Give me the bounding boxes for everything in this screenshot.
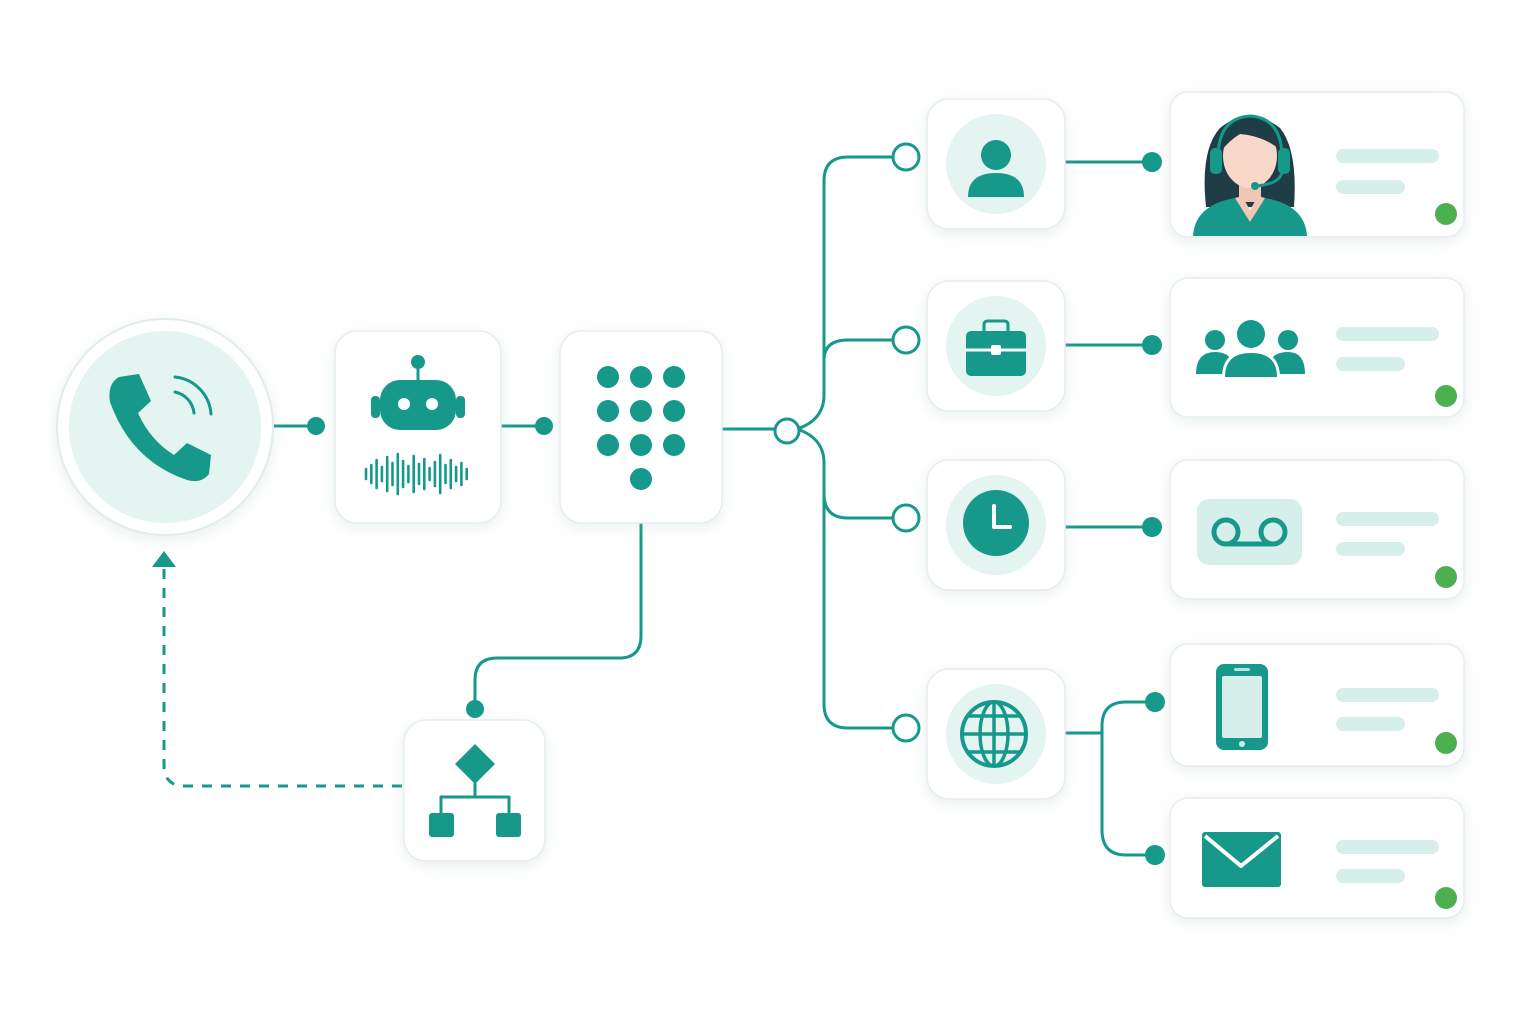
placeholder-line [1336, 688, 1439, 702]
placeholder-line [1336, 840, 1439, 854]
connector-flow-back-to-call [162, 566, 402, 788]
status-online-indicator [1435, 732, 1457, 754]
placeholder-line [1336, 149, 1439, 163]
placeholder-line [1336, 542, 1405, 556]
arrowhead-up [152, 551, 176, 567]
route-node-time[interactable] [926, 459, 1066, 591]
keypad-key [630, 434, 652, 456]
person-icon [968, 140, 1024, 197]
connector-dot [1142, 335, 1162, 355]
keypad-key [630, 366, 652, 388]
route-node-web[interactable] [926, 668, 1066, 800]
agent-headset-avatar [1193, 114, 1307, 236]
team-group-icon [1196, 317, 1305, 378]
globe-icon [960, 700, 1028, 768]
connector-dot [1142, 517, 1162, 537]
flow-logic-node[interactable] [403, 719, 546, 862]
branch-to-person [795, 155, 895, 431]
connectors [152, 142, 1165, 865]
destination-card-agent[interactable] [1169, 91, 1465, 238]
route-node-person[interactable] [926, 98, 1066, 230]
status-online-indicator [1435, 385, 1457, 407]
connector-dot [1145, 692, 1165, 712]
branch-node-web [891, 713, 921, 743]
destination-card-mobile[interactable] [1169, 643, 1465, 767]
route-node-business[interactable] [926, 280, 1066, 412]
keypad-icon [597, 366, 685, 490]
connector-keypad-to-flow [473, 522, 643, 710]
destination-card-team[interactable] [1169, 277, 1465, 418]
keypad-key [597, 400, 619, 422]
keypad-key [663, 366, 685, 388]
branch-to-web [822, 492, 895, 730]
status-online-indicator [1435, 203, 1457, 225]
placeholder-line [1336, 327, 1439, 341]
placeholder-line [1336, 512, 1439, 526]
placeholder-line [1336, 180, 1405, 194]
branch-node-person [891, 142, 921, 172]
keypad-key [663, 400, 685, 422]
voice-waveform-icon [364, 452, 469, 496]
connector-dot [1145, 845, 1165, 865]
branch-to-time [795, 427, 895, 520]
connector-web-to-channels [1064, 700, 1156, 857]
status-online-indicator [1435, 566, 1457, 588]
keypad-key [597, 434, 619, 456]
connector-dot [1142, 152, 1162, 172]
ai-voice-bot-node[interactable] [334, 330, 502, 524]
email-icon [1202, 832, 1281, 887]
phone-icon [109, 374, 213, 482]
destination-card-voicemail[interactable] [1169, 459, 1465, 600]
destination-card-email[interactable] [1169, 797, 1465, 919]
connector-dot [535, 417, 553, 435]
keypad-key [630, 468, 652, 490]
robot-icon [371, 355, 465, 430]
keypad-key [663, 434, 685, 456]
flowchart-icon [429, 744, 521, 837]
status-online-indicator [1435, 887, 1457, 909]
keypad-key [630, 400, 652, 422]
routing-hub-node [773, 417, 801, 445]
placeholder-line [1336, 717, 1405, 731]
connector-dot [307, 417, 325, 435]
branch-to-business [822, 338, 895, 362]
connector-dot [466, 700, 484, 718]
keypad-key [597, 366, 619, 388]
voicemail-icon [1197, 499, 1302, 565]
branch-node-time [891, 503, 921, 533]
mobile-phone-icon [1216, 664, 1268, 750]
incoming-call-node[interactable] [56, 318, 274, 536]
branch-node-business [891, 325, 921, 355]
placeholder-line [1336, 869, 1405, 883]
briefcase-icon [966, 319, 1026, 376]
ivr-keypad-node[interactable] [559, 330, 723, 524]
clock-icon [963, 490, 1029, 556]
placeholder-line [1336, 357, 1405, 371]
